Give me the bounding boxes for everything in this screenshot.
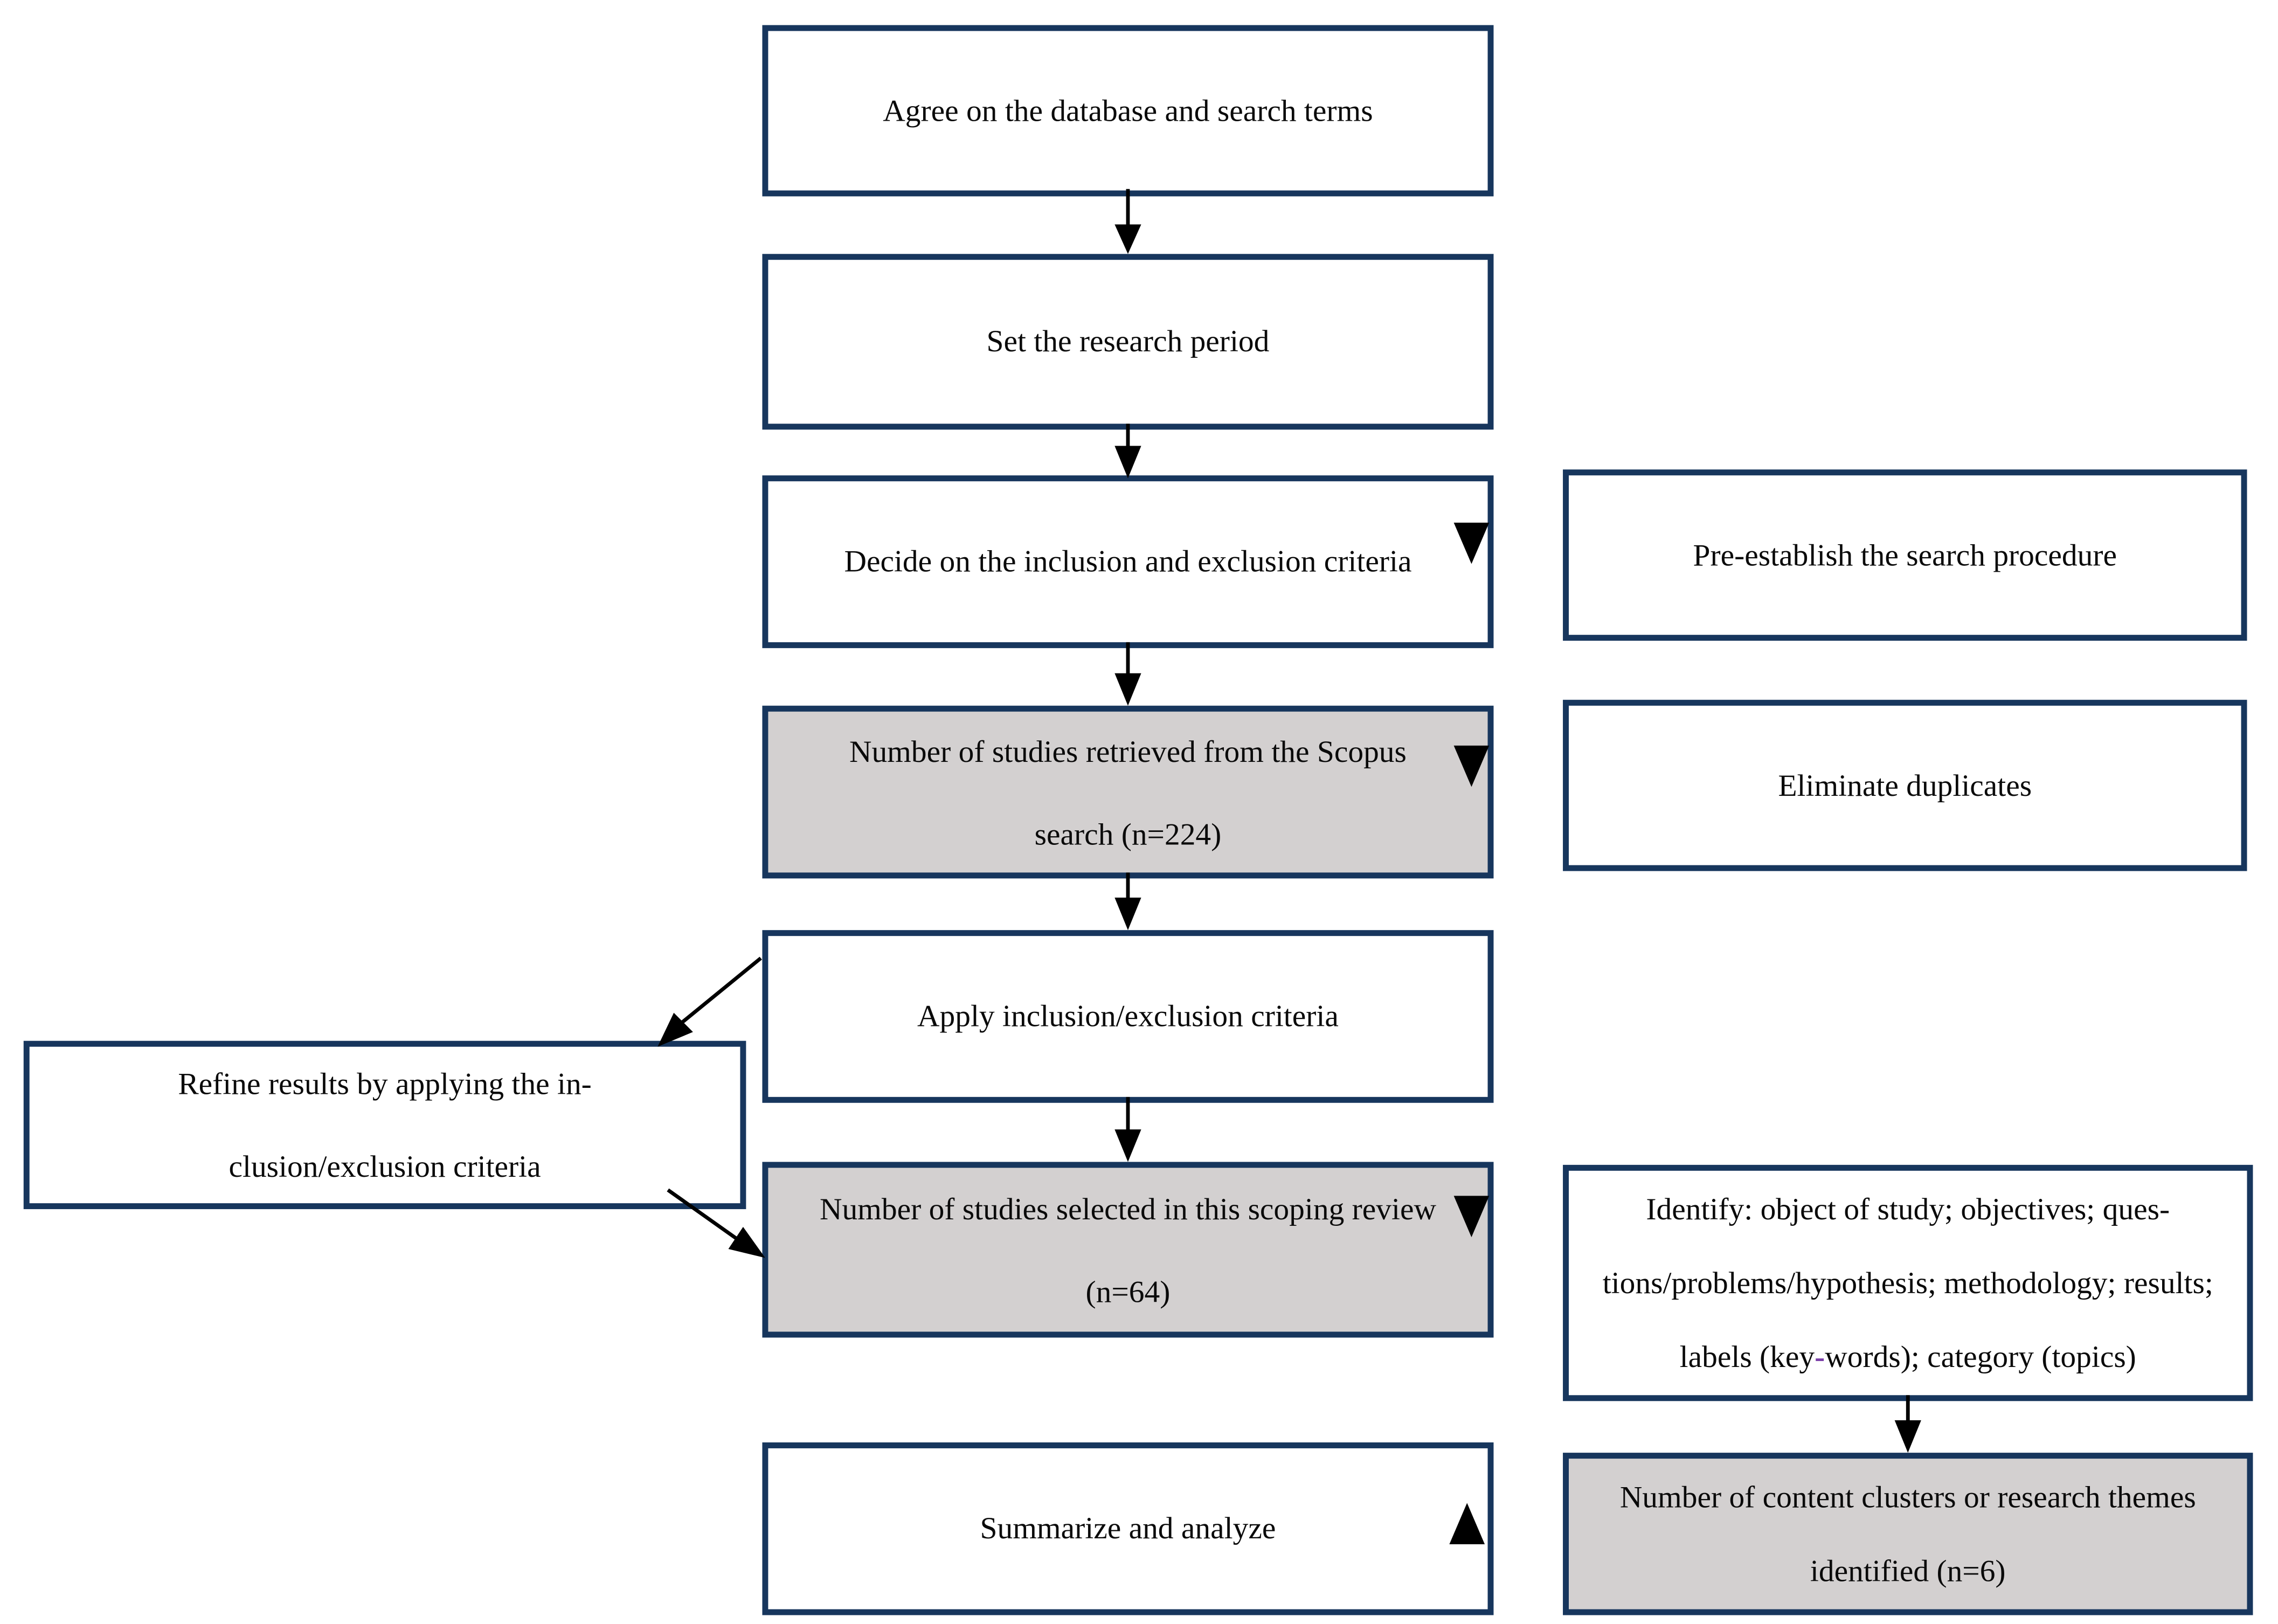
box-agree-database-search-terms: Agree on the database and search terms [762, 25, 1494, 197]
box-label: Apply inclusion/exclusion criteria [917, 998, 1339, 1033]
box-eliminate-duplicates: Eliminate duplicates [1563, 699, 2247, 871]
box-label-line1: Number of studies selected in this scopi… [819, 1190, 1436, 1226]
box-label-line2: (n=64) [1085, 1273, 1171, 1309]
arrow-apply-to-selected [1114, 1096, 1141, 1162]
arrow-agree-to-set-period [1114, 189, 1141, 254]
box-label: Summarize and analyze [980, 1510, 1276, 1546]
box-label-line2: clusion/exclusion criteria [229, 1148, 541, 1184]
box-label-line2: tions/problems/hypothesis; methodology; … [1602, 1265, 2213, 1301]
box-label: Eliminate duplicates [1778, 767, 2032, 803]
box-label-line1: Number of studies retrieved from the Sco… [849, 733, 1407, 769]
arrow-set-period-to-decide [1114, 424, 1141, 478]
arrow-identify-to-clusters [1894, 1395, 1921, 1453]
arrowhead-identify-into-selected [1453, 1196, 1490, 1238]
box-label: Set the research period [986, 323, 1270, 359]
box-label-line2: identified (n=6) [1810, 1553, 2006, 1589]
box-label-line1: Identify: object of study; objectives; q… [1646, 1191, 2170, 1227]
box-label: Pre-establish the search procedure [1693, 536, 2117, 572]
box-refine-results-criteria: Refine results by applying the in- clusi… [23, 1040, 746, 1210]
arrow-apply-to-refine [657, 956, 762, 1047]
arrow-retrieved-to-apply [1114, 872, 1141, 931]
arrowhead-clusters-into-summarize [1449, 1503, 1485, 1545]
box-label-line1: Refine results by applying the in- [178, 1066, 592, 1102]
box-label-line1: Number of content clusters or research t… [1619, 1479, 2196, 1515]
arrowhead-preestablish-into-decide [1453, 522, 1490, 564]
box-identify-study-elements: Identify: object of study; objectives; q… [1563, 1164, 2253, 1401]
box-content-clusters-n6: Number of content clusters or research t… [1563, 1453, 2253, 1615]
box-decide-inclusion-exclusion-criteria: Decide on the inclusion and exclusion cr… [762, 475, 1494, 648]
box-set-research-period: Set the research period [762, 254, 1494, 430]
arrowhead-eliminate-into-retrieved [1453, 745, 1490, 787]
box-apply-inclusion-exclusion-criteria: Apply inclusion/exclusion criteria [762, 930, 1494, 1103]
box-pre-establish-search-procedure: Pre-establish the search procedure [1563, 469, 2247, 641]
keyword-hyphen: - [1815, 1339, 1825, 1375]
arrow-decide-to-retrieved [1114, 642, 1141, 706]
box-label-line2: search (n=224) [1034, 815, 1222, 851]
box-label-line3: labels (key-words); category (topics) [1679, 1339, 2136, 1375]
box-studies-selected-n64: Number of studies selected in this scopi… [762, 1162, 1494, 1338]
box-studies-retrieved-scopus-n224: Number of studies retrieved from the Sco… [762, 705, 1494, 879]
box-label: Decide on the inclusion and exclusion cr… [844, 543, 1412, 579]
box-label: Agree on the database and search terms [883, 92, 1373, 128]
box-summarize-and-analyze: Summarize and analyze [762, 1442, 1494, 1615]
